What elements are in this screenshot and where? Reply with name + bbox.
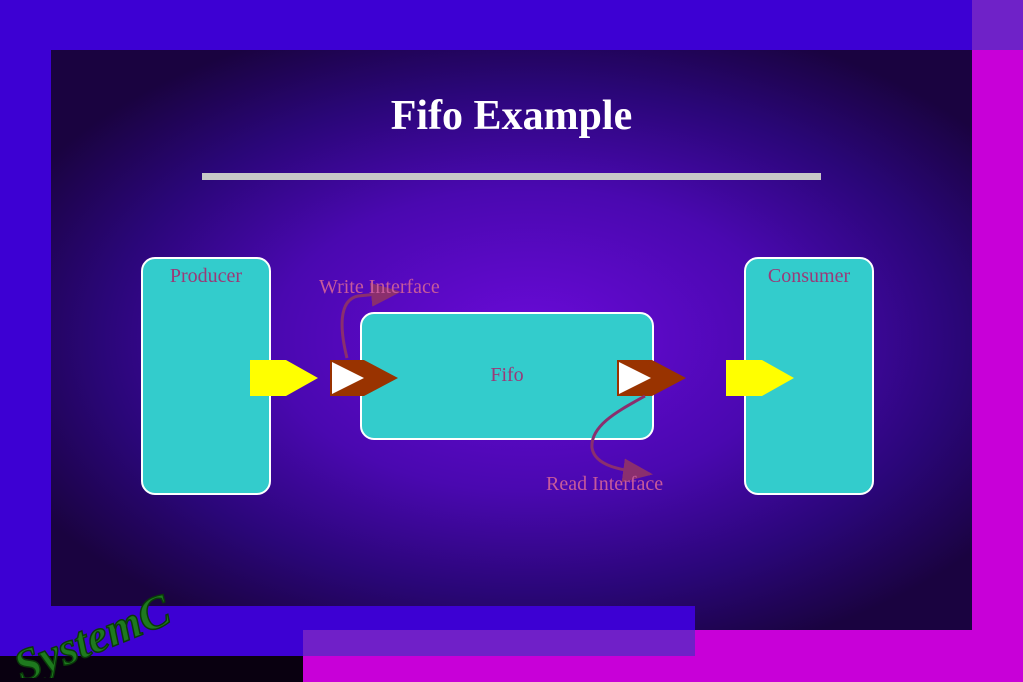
write-interface-icon	[330, 360, 398, 396]
background-right-strip	[972, 50, 1023, 682]
systemc-logo: SystemC	[6, 583, 176, 678]
read-interface-label: Read Interface	[546, 473, 664, 495]
consumer-label: Consumer	[767, 265, 851, 287]
title-underline	[202, 173, 821, 180]
write-interface-label: Write Interface	[319, 276, 440, 298]
producer-label: Producer	[169, 265, 243, 287]
background-corner-block	[972, 0, 1023, 50]
consumer-port-icon	[726, 360, 794, 396]
background-bottom-left-band	[0, 656, 303, 682]
slide-title: Fifo Example	[390, 93, 633, 139]
read-interface-icon	[617, 360, 686, 396]
read-interface-connector	[590, 394, 653, 483]
fifo-box: Fifo	[360, 312, 654, 440]
write-interface-connector	[340, 282, 401, 359]
logo-text: SystemC	[7, 583, 176, 678]
producer-box: Producer	[141, 257, 271, 495]
producer-port-icon	[250, 360, 318, 396]
fifo-label: Fifo	[490, 364, 524, 386]
background-bottom-band-overlap	[303, 630, 695, 656]
